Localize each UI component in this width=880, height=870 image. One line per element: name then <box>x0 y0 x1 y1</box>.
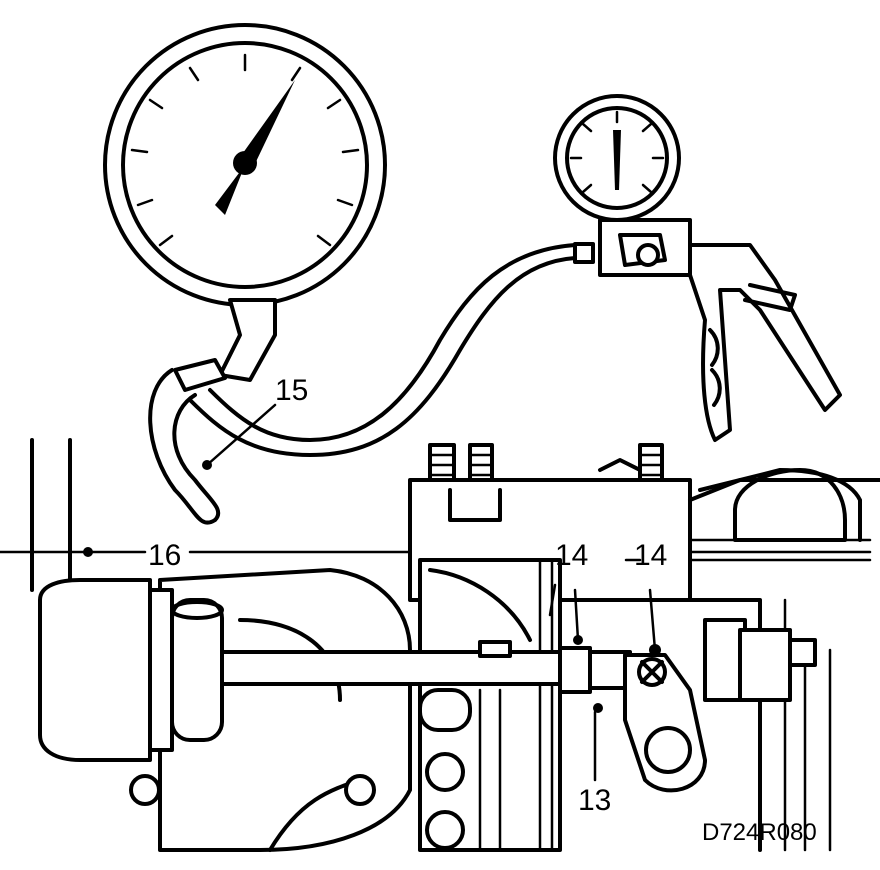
actuator-rod-lever <box>573 635 707 793</box>
callout-15: 15 <box>275 374 308 407</box>
vacuum-pump-gauge-icon <box>553 94 842 442</box>
pressure-gauge-icon <box>103 23 387 392</box>
figure-code: D724R080 <box>702 819 817 846</box>
pressure-hose <box>148 242 595 525</box>
callout-16: 16 <box>148 539 181 572</box>
leader-lines <box>83 403 657 782</box>
callout-14-left: 14 <box>555 539 588 572</box>
callout-13: 13 <box>578 784 611 817</box>
callout-14-right: 14 <box>634 539 667 572</box>
